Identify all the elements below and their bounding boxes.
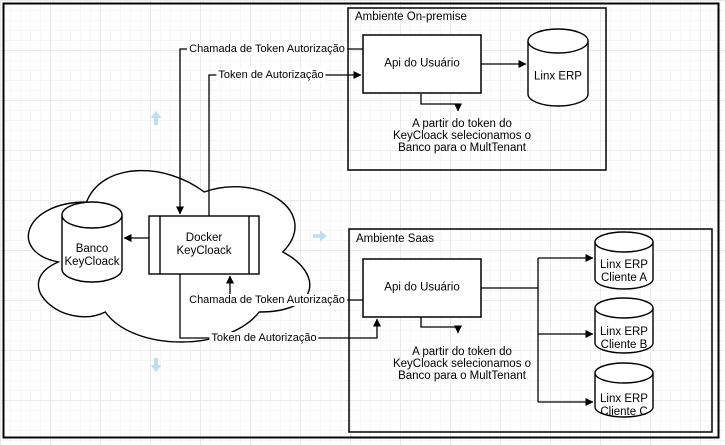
node-linx-erp-b bbox=[594, 297, 654, 354]
node-api-saas bbox=[362, 258, 482, 318]
edge-chamada-top-label: Chamada de Token Autorização bbox=[187, 43, 347, 55]
node-banco-keycloak bbox=[61, 201, 123, 283]
node-api-saas-label: Api do Usuário bbox=[384, 281, 460, 294]
edge-note-onprem bbox=[420, 94, 462, 112]
edge-chamada-bottom-label: Chamada de Token Autorização bbox=[187, 294, 347, 306]
edge-token-bottom-label: Token de Autorização bbox=[209, 332, 319, 344]
node-docker-keycloak-label: Docker KeyCloack bbox=[176, 232, 232, 257]
hint-arrow-right-icon bbox=[313, 230, 327, 242]
group-onprem-box bbox=[347, 7, 607, 171]
node-linx-erp-c-label: Linx ERP Cliente C bbox=[600, 393, 648, 418]
edge-api-saas-to-erps bbox=[481, 254, 594, 406]
group-onprem-title: Ambiente On-premise bbox=[355, 11, 467, 23]
edge-note-saas bbox=[420, 317, 462, 334]
node-banco-keycloak-label: Banco KeyCloack bbox=[64, 243, 120, 268]
node-linx-erp-a-label: Linx ERP Cliente A bbox=[600, 259, 648, 284]
node-linx-erp-a bbox=[594, 231, 654, 290]
hint-arrow-up-icon bbox=[150, 111, 162, 125]
note-onprem: A partir do token do KeyCloack seleciona… bbox=[392, 118, 532, 154]
node-linx-erp-label: Linx ERP bbox=[534, 70, 582, 83]
node-linx-erp-c bbox=[594, 362, 654, 418]
group-saas-title: Ambiente Saas bbox=[356, 233, 434, 245]
node-docker-keycloak bbox=[148, 215, 260, 275]
node-linx-erp-b-label: Linx ERP Cliente B bbox=[600, 326, 648, 351]
note-saas: A partir do token do KeyCloack seleciona… bbox=[392, 346, 532, 382]
hint-arrow-down-icon bbox=[150, 358, 162, 372]
page-border bbox=[2, 2, 720, 439]
node-api-onprem-label: Api do Usuário bbox=[384, 57, 460, 70]
group-saas-box bbox=[348, 228, 713, 433]
edge-token-top-label: Token de Autorização bbox=[216, 69, 326, 81]
node-linx-erp bbox=[527, 28, 589, 107]
